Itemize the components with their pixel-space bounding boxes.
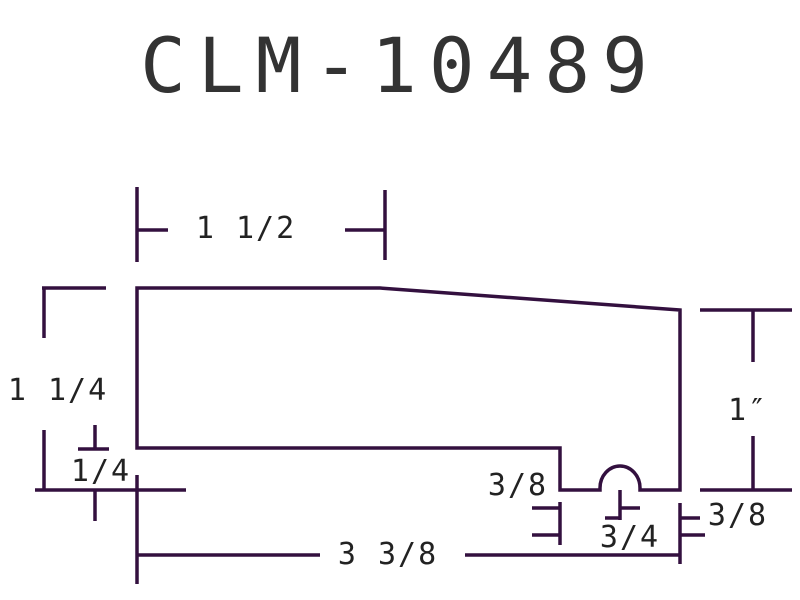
dimension-top-width: 1 1/2	[135, 187, 387, 262]
dimension-left-height: 1 1/4	[8, 286, 186, 492]
dimension-label: 3/8	[488, 468, 548, 503]
dimension-label: 1 1/2	[196, 211, 296, 246]
molding-profile-outline	[135, 286, 682, 492]
dimension-notch-height: 3/8	[488, 468, 562, 545]
dimension-label: 3 3/8	[338, 537, 438, 572]
dimension-label: 1″	[728, 393, 768, 428]
dimension-bead-offset: 3/4	[600, 490, 660, 555]
dimension-right-lip: 3/8	[680, 498, 768, 537]
dimension-right-height: 1″	[700, 308, 792, 492]
dimension-label: 3/4	[600, 520, 660, 555]
dimension-label: 3/8	[708, 498, 768, 533]
part-number-title: CLM-10489	[140, 21, 660, 110]
dimension-label: 1/4	[71, 454, 131, 489]
dimension-left-lip: 1/4	[71, 425, 131, 521]
dimension-label: 1 1/4	[8, 373, 108, 408]
